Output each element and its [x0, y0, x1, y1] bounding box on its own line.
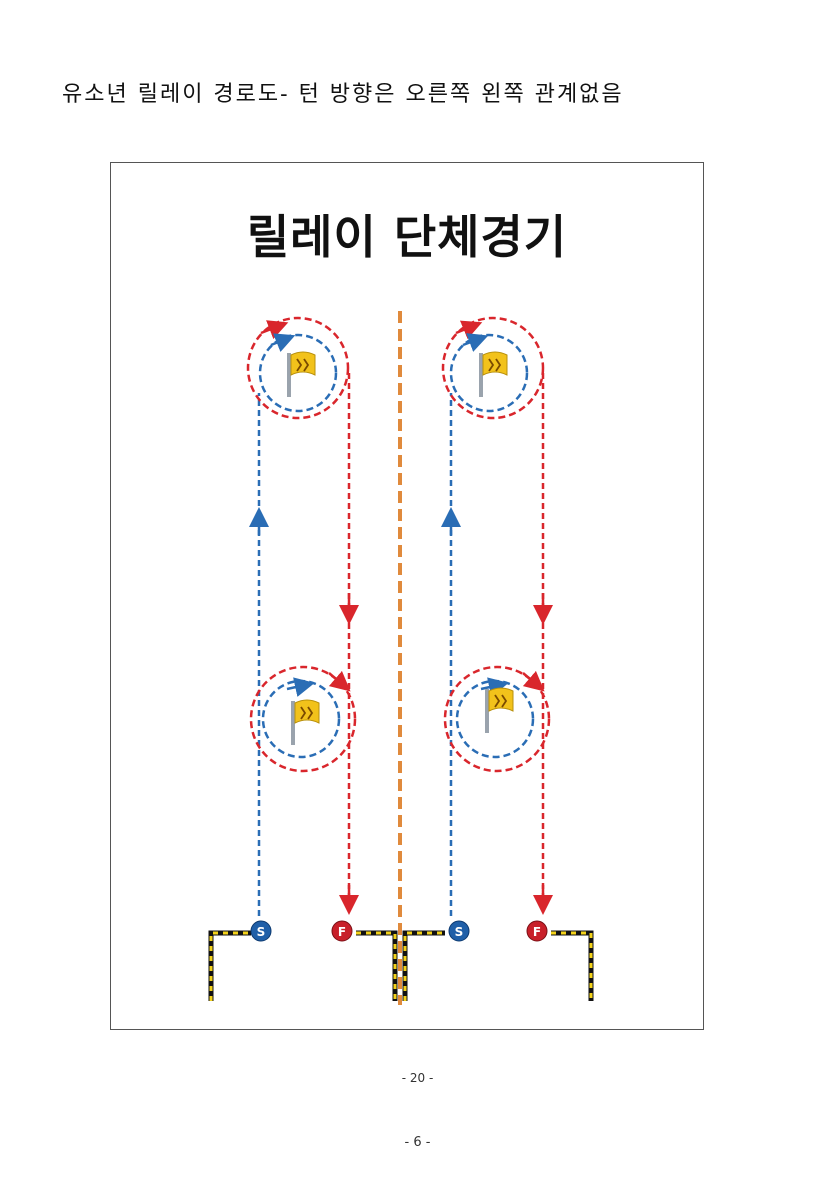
left-upper-blue-arrow	[270, 333, 296, 352]
relay-diagram-figure: 릴레이 단체경기	[110, 162, 704, 1030]
page-number-inner: - 20 -	[401, 1071, 434, 1085]
left-finish-barrier	[356, 930, 398, 1001]
right-finish-barrier	[551, 930, 594, 1001]
right-upper-blue-loop	[449, 333, 529, 413]
left-start-marker: S	[250, 920, 272, 942]
checkered-flag-icon	[479, 351, 508, 397]
left-lower-red-arrow	[328, 670, 351, 692]
right-upper-blue-arrow	[462, 333, 489, 352]
left-upper-red-loop	[246, 316, 350, 420]
left-start-barrier	[208, 930, 251, 1001]
left-lower-blue-arrow	[286, 677, 315, 697]
checkered-flag-icon	[287, 351, 316, 397]
checkered-flag-icon	[291, 699, 320, 745]
right-lower-blue-arrow	[480, 677, 509, 697]
checkered-flag-icon	[485, 687, 514, 733]
left-upper-blue-loop	[258, 333, 338, 413]
left-lower-red-loop	[249, 665, 357, 773]
left-lane: S F	[208, 316, 398, 1001]
right-start-marker: S	[448, 920, 470, 942]
svg-text:S: S	[257, 925, 266, 939]
right-lower-red-arrow	[522, 670, 545, 692]
right-upper-red-loop	[441, 316, 545, 420]
relay-route-diagram: S F	[208, 311, 594, 1005]
right-lower-red-loop	[443, 665, 551, 773]
svg-text:S: S	[455, 925, 464, 939]
page-heading: 유소년 릴레이 경로도- 턴 방향은 오른쪽 왼쪽 관계없음	[62, 82, 624, 107]
left-finish-marker: F	[331, 920, 353, 942]
right-lane: S F	[402, 316, 594, 1001]
svg-text:F: F	[338, 925, 346, 939]
right-upper-red-arrow	[455, 320, 483, 340]
page-number-outer: - 6 -	[404, 1135, 431, 1150]
svg-text:F: F	[533, 925, 541, 939]
right-finish-marker: F	[526, 920, 548, 942]
left-upper-red-arrow	[260, 320, 289, 339]
figure-title: 릴레이 단체경기	[246, 210, 568, 264]
right-start-barrier	[402, 930, 445, 1001]
